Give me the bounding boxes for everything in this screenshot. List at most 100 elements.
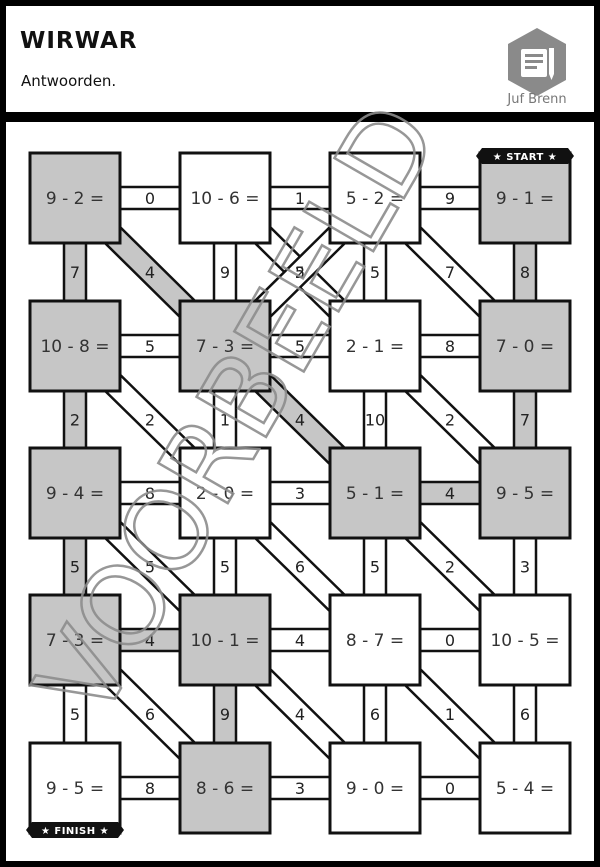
maze-cell: 9 - 1 = [478,151,572,245]
cell-box [178,151,272,245]
connector-label: 4 [445,484,455,503]
cell-box [28,299,122,393]
cell-box [478,593,572,687]
connector-label: 5 [295,337,305,356]
connector-label: 6 [295,558,305,577]
connector-label: 2 [445,558,455,577]
connector-label: 7 [445,263,455,282]
maze-cell: 8 - 7 = [328,593,422,687]
connector-label: 4 [295,411,305,430]
worksheet-title: WIRWAR [20,28,138,54]
cell-box [328,151,422,245]
cell-expression: 10 - 1 = [190,631,259,651]
maze-cell: 7 - 3 = [28,593,122,687]
cell-box [178,446,272,540]
maze-cell: 5 - 2 = [328,151,422,245]
maze-cell: 5 - 1 = [328,446,422,540]
connector-label: 3 [295,484,305,503]
connector-label: 8 [145,484,155,503]
maze-cell: 10 - 8 = [28,299,122,393]
connector-label: 4 [295,631,305,650]
connector-label: 6 [370,705,380,724]
maze-cell: 9 - 2 = [28,151,122,245]
connector-label: 5 [145,558,155,577]
maze-cell: 7 - 0 = [478,299,572,393]
cell-expression: 9 - 5 = [496,484,554,504]
cell-expression: 8 - 6 = [196,779,254,799]
maze-cell: 9 - 5 = [28,741,122,835]
connector-label: 1 [445,705,455,724]
notebook-pencil-icon [508,28,566,96]
badge-text: ★ START ★ [493,152,557,163]
cell-expression: 2 - 1 = [346,337,404,357]
connector-label: 8 [145,779,155,798]
connector-label: 4 [145,631,155,650]
maze-cell: 9 - 4 = [28,446,122,540]
cell-box [178,299,272,393]
cell-expression: 7 - 3 = [196,337,254,357]
cell-box [328,741,422,835]
cell-expression: 9 - 5 = [46,779,104,799]
worksheet-subtitle: Antwoorden. [21,72,117,90]
connector-label: 5 [370,263,380,282]
logo-text: Juf Brenn [507,92,567,107]
cell-expression: 10 - 5 = [490,631,559,651]
connector-label: 3 [295,779,305,798]
cell-expression: 8 - 7 = [346,631,404,651]
cell-box [328,446,422,540]
cell-box [28,151,122,245]
connector-label: 9 [220,263,230,282]
cell-box [28,593,122,687]
connector-label: 5 [370,558,380,577]
connector-label: 10 [365,411,385,430]
connector-label: 2 [145,411,155,430]
connector-label: 5 [70,558,80,577]
cell-expression: 2 - 0 = [196,484,254,504]
cell-expression: 9 - 4 = [46,484,104,504]
finish-badge: ★ FINISH ★ [26,822,124,838]
connector-label: 0 [445,779,455,798]
connector-label: 9 [220,705,230,724]
cell-expression: 10 - 8 = [40,337,109,357]
connector-label: 6 [145,705,155,724]
connector-label: 1 [295,189,305,208]
connector-label: 4 [145,263,155,282]
cell-box [478,741,572,835]
connector-label: 7 [70,263,80,282]
maze-cell: 5 - 4 = [478,741,572,835]
connector-label: 3 [520,558,530,577]
cell-expression: 7 - 3 = [46,631,104,651]
cell-expression: 9 - 1 = [496,189,554,209]
cell-expression: 7 - 0 = [496,337,554,357]
maze-cell: 9 - 5 = [478,446,572,540]
connector-label: 1 [220,411,230,430]
cell-expression: 9 - 0 = [346,779,404,799]
worksheet-header: WIRWAR Antwoorden. Juf Brenn [6,6,594,112]
maze-cell: 7 - 3 = [178,299,272,393]
connector-label: 4 [295,705,305,724]
cell-expression: 10 - 6 = [190,189,259,209]
cell-box [178,593,272,687]
maze-cell: 10 - 1 = [178,593,272,687]
maze-cell: 10 - 5 = [478,593,572,687]
cell-box [28,741,122,835]
badge-shape [26,822,124,838]
cell-box [478,299,572,393]
connector-label: 5 [145,337,155,356]
cell-box [178,741,272,835]
maze-cell: 2 - 0 = [178,446,272,540]
connector-label: 2 [445,411,455,430]
connector-label: 5 [70,705,80,724]
cell-expression: 5 - 1 = [346,484,404,504]
cell-expression: 9 - 2 = [46,189,104,209]
maze-cell: 2 - 1 = [328,299,422,393]
maze-cell: 10 - 6 = [178,151,272,245]
connector-label: 2 [70,411,80,430]
maze-cell: 9 - 0 = [328,741,422,835]
cell-expression: 5 - 4 = [496,779,554,799]
connector-label: 0 [445,631,455,650]
start-badge: ★ START ★ [476,148,574,164]
badge-shape [476,148,574,164]
